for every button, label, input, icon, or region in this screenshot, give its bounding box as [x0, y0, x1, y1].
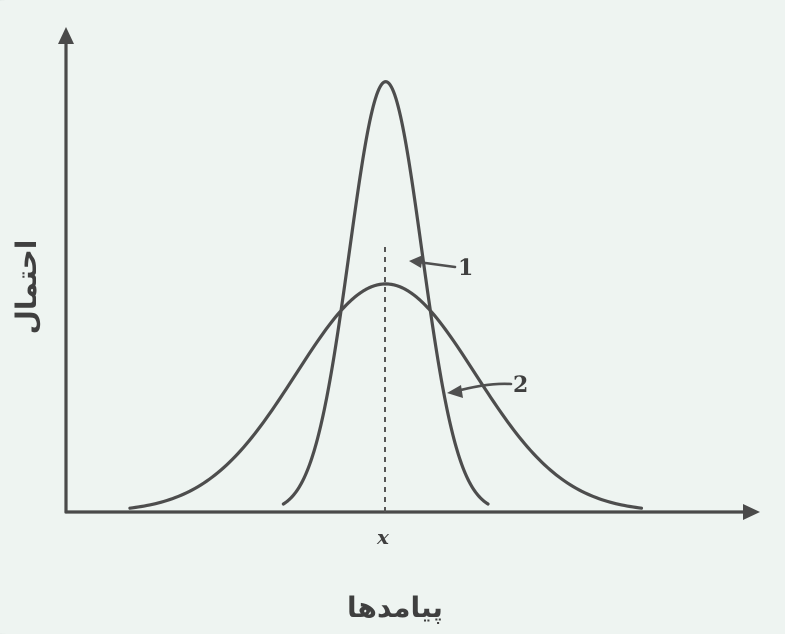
series-2-callout — [447, 382, 513, 398]
series-1-label: 1 — [458, 255, 473, 281]
series-1-callout-arrow — [409, 255, 423, 268]
x-center-tick-label: x — [376, 525, 390, 549]
y-axis-title: احتمال — [10, 240, 43, 335]
x-axis-title: پیامدها — [347, 591, 443, 624]
series-1-callout-line — [416, 260, 457, 269]
x-axis-arrow — [743, 504, 760, 520]
distribution-curve-series-1 — [281, 80, 490, 506]
series-2-callout-arrow — [447, 385, 463, 398]
distribution-curve-series-2 — [128, 282, 644, 510]
series-2-label: 2 — [513, 372, 528, 398]
y-axis-arrow — [58, 27, 74, 44]
series-1-callout — [409, 255, 457, 269]
